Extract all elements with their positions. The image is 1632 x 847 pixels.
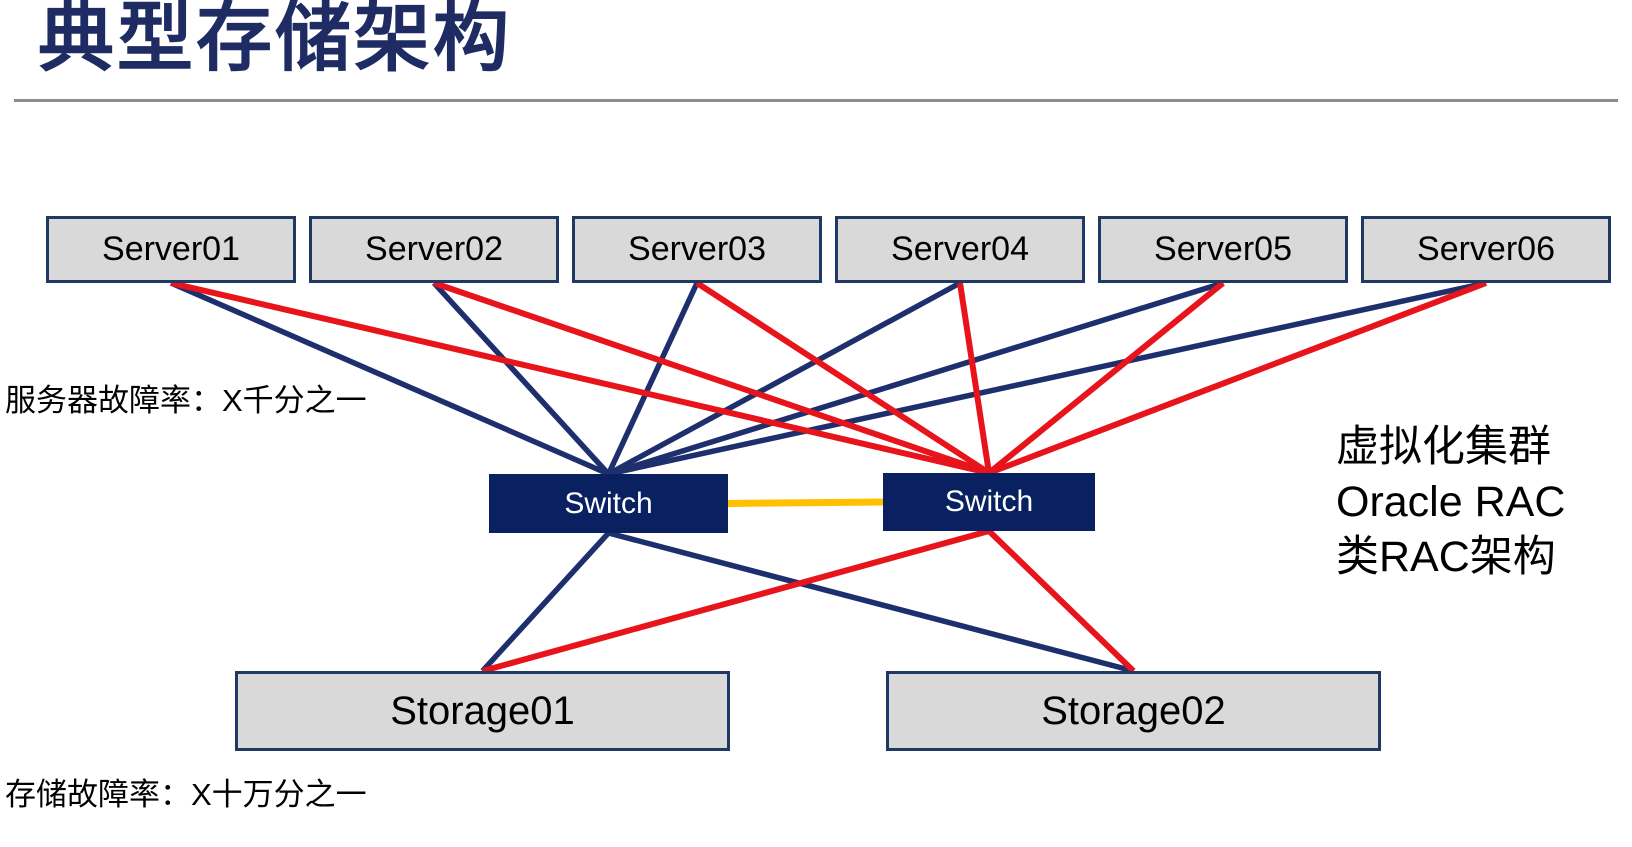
link-server-6-switch-right bbox=[987, 280, 1488, 476]
link-switch-left-storage-2 bbox=[607, 530, 1135, 674]
link-server-3-switch-left bbox=[606, 281, 700, 476]
link-server-2-switch-right bbox=[433, 280, 990, 476]
server02-box: Server02 bbox=[309, 216, 559, 283]
link-server-2-switch-left bbox=[431, 281, 611, 476]
cluster-side-note: 虚拟化集群 Oracle RAC 类RAC架构 bbox=[1336, 420, 1565, 585]
link-server-4-switch-left bbox=[607, 280, 962, 477]
title-divider-line bbox=[14, 99, 1618, 102]
link-server-5-switch-right bbox=[987, 280, 1225, 476]
link-server-1-switch-right bbox=[170, 280, 990, 476]
side-note-line-1: 虚拟化集群 bbox=[1336, 423, 1551, 471]
link-server-5-switch-left bbox=[607, 280, 1224, 477]
page-title: 典型存储架构 bbox=[38, 0, 512, 81]
switch-right-box: Switch bbox=[883, 473, 1095, 531]
link-switch-right-storage-2 bbox=[986, 528, 1136, 674]
server-failure-rate-label: 服务器故障率：X千分之一 bbox=[5, 383, 367, 418]
server06-box: Server06 bbox=[1361, 216, 1611, 283]
server03-box: Server03 bbox=[572, 216, 822, 283]
link-server-1-switch-left bbox=[169, 280, 610, 477]
side-note-line-3: 类RAC架构 bbox=[1336, 533, 1556, 581]
link-server-4-switch-right bbox=[957, 282, 992, 474]
switch-left-box: Switch bbox=[489, 474, 728, 533]
storage-failure-rate-label: 存储故障率：X十万分之一 bbox=[5, 777, 367, 812]
link-server-6-switch-left bbox=[607, 280, 1487, 477]
server04-box: Server04 bbox=[835, 216, 1085, 283]
server05-box: Server05 bbox=[1098, 216, 1348, 283]
link-switch-right-storage-1 bbox=[481, 528, 990, 674]
link-server-3-switch-right bbox=[695, 280, 991, 476]
storage02-box: Storage02 bbox=[886, 671, 1381, 751]
link-switch-left-storage-1 bbox=[480, 531, 611, 673]
link-switch-left-switch-right bbox=[727, 498, 884, 507]
side-note-line-2: Oracle RAC bbox=[1336, 478, 1566, 526]
storage01-box: Storage01 bbox=[235, 671, 730, 751]
server01-box: Server01 bbox=[46, 216, 296, 283]
